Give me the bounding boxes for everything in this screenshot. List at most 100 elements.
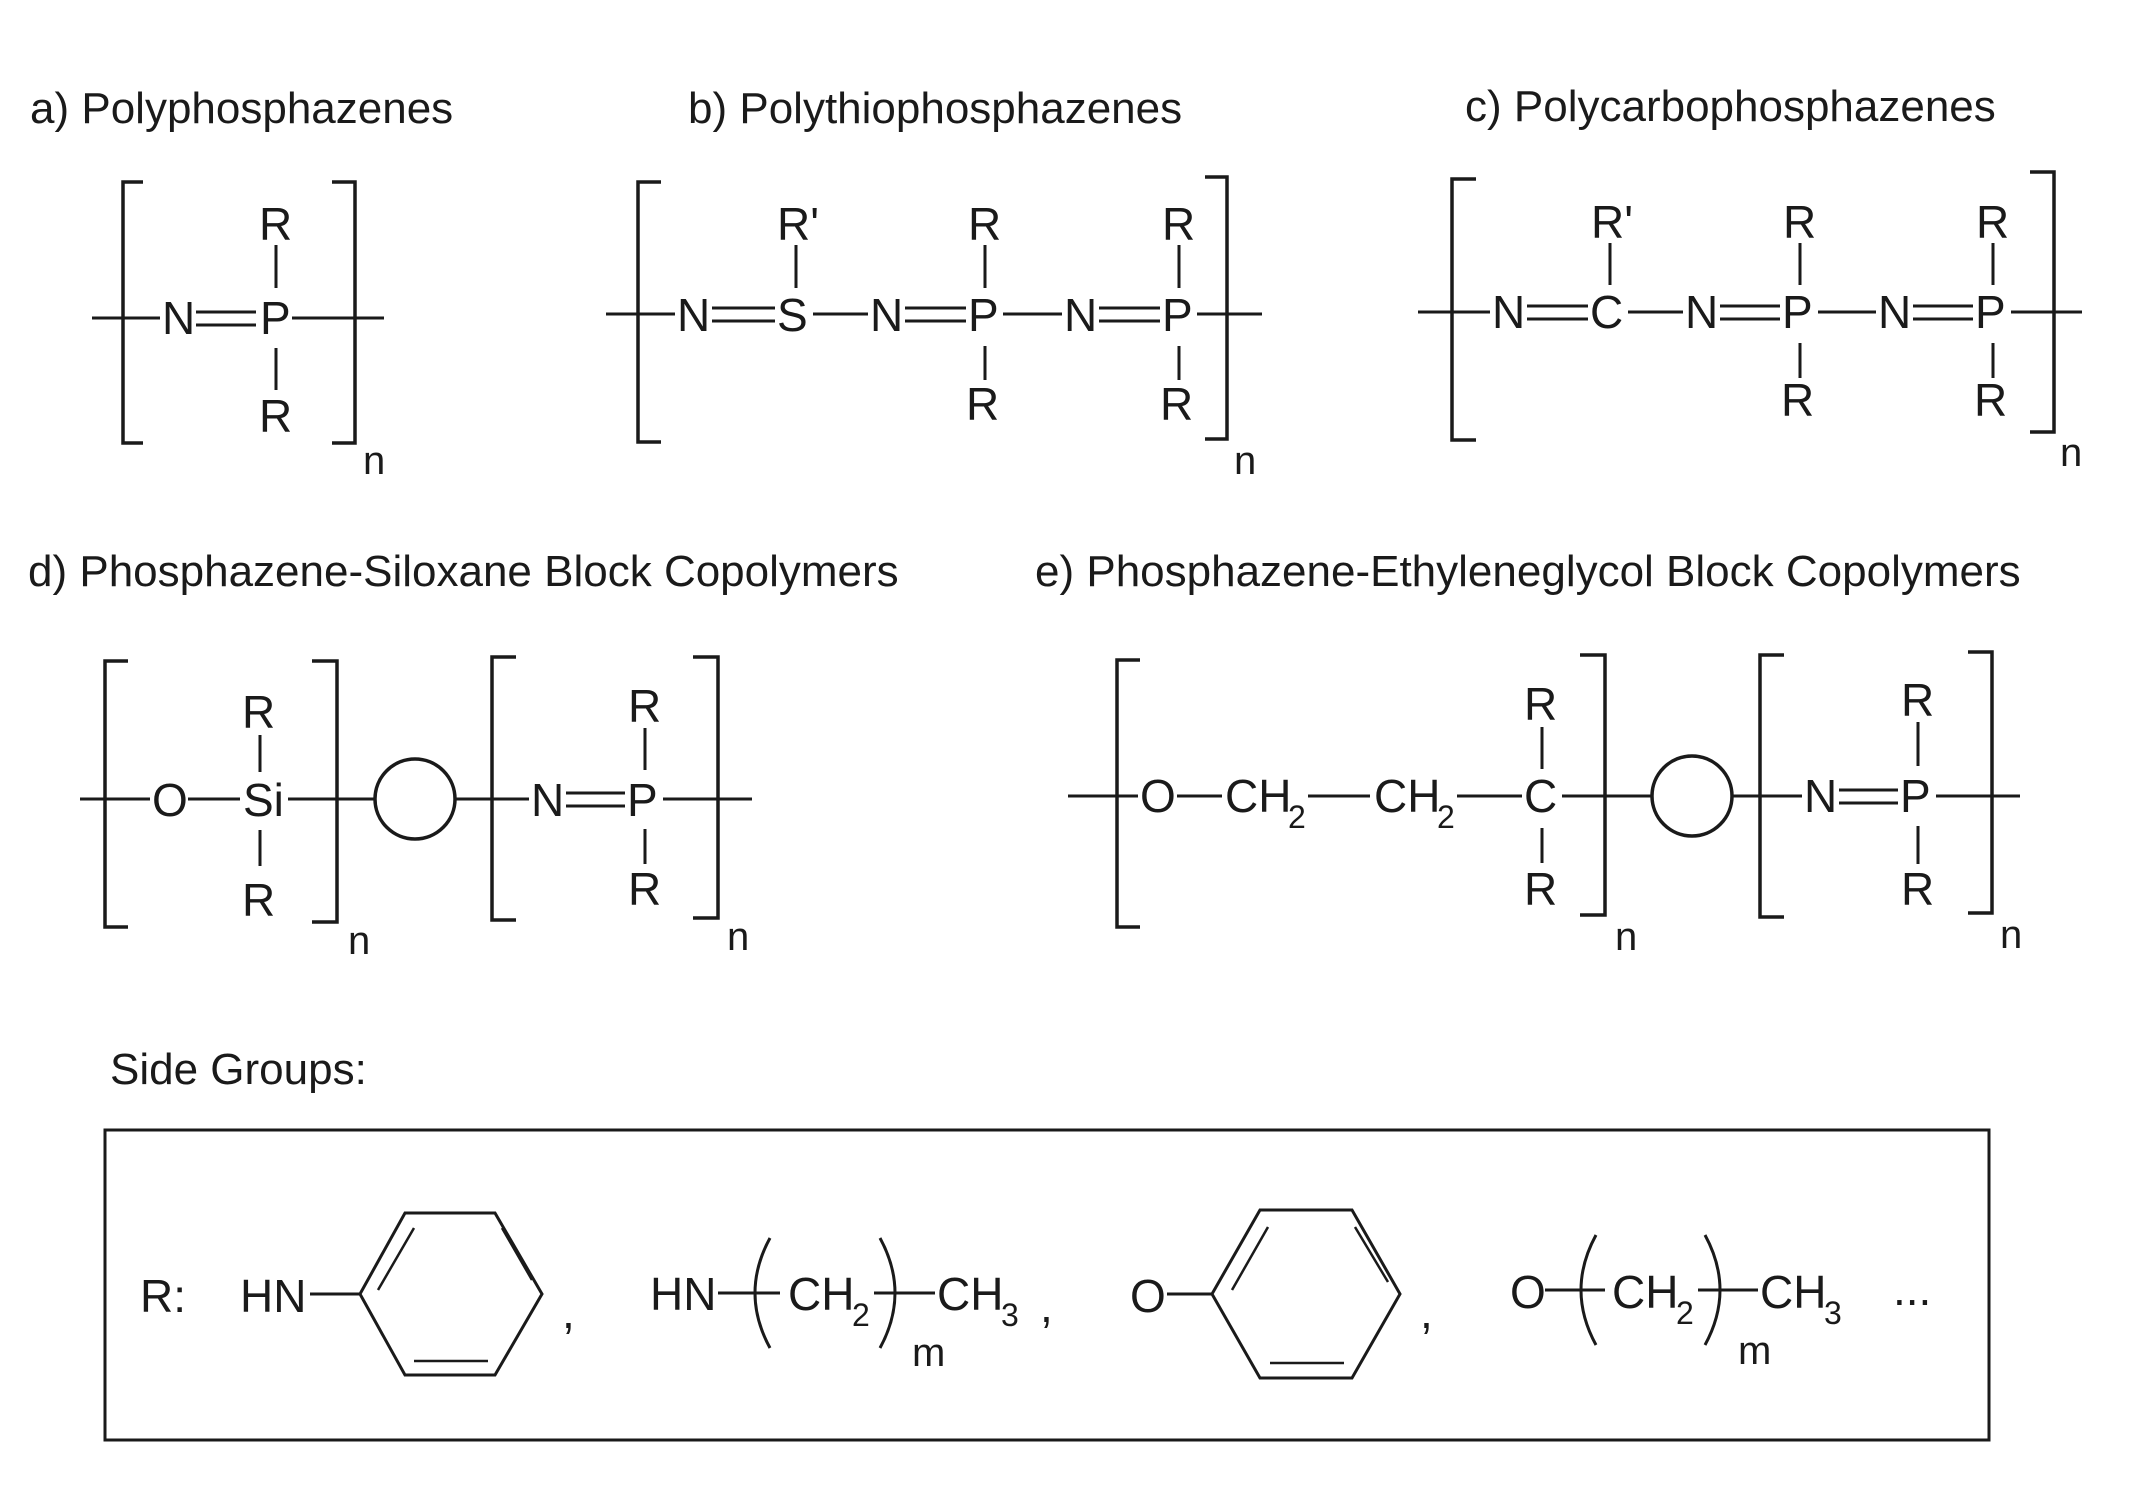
bracket-right — [1580, 653, 1607, 917]
repeat-index: n — [2000, 913, 2022, 957]
atom-label: N — [1492, 286, 1525, 338]
atom-label: P — [1975, 286, 2006, 338]
atom-label: CH — [1225, 770, 1291, 822]
atom-label: N — [870, 289, 903, 341]
atom-label: P — [627, 774, 658, 826]
atom-label: P — [968, 289, 999, 341]
alkoxy-group: O CH 2 CH 3 m — [1510, 1234, 1842, 1373]
bracket-right — [2030, 170, 2056, 434]
repeat-index: n — [1615, 915, 1637, 959]
bond-line — [376, 1227, 416, 1291]
bracket-right — [312, 659, 339, 924]
bond-line — [878, 1237, 897, 1349]
title-b: b) Polythiophosphazenes — [688, 84, 1182, 133]
atom-label: R — [259, 198, 292, 250]
bracket-left — [1115, 658, 1140, 929]
atom-label: R — [1974, 374, 2007, 426]
title-e: e) Phosphazene-Ethyleneglycol Block Copo… — [1035, 547, 2021, 596]
atom-label: R — [628, 680, 661, 732]
side-groups-row: R: HN , HN CH 2 CH 3 m , O — [140, 1208, 1931, 1380]
subscript: 3 — [1001, 1297, 1019, 1333]
linker-circle — [1650, 754, 1734, 838]
separator: , — [1420, 1286, 1433, 1338]
atom-label: CH — [788, 1268, 854, 1320]
repeat-index: n — [1234, 439, 1256, 483]
repeat-index: n — [363, 439, 385, 483]
bond-line — [753, 1237, 772, 1349]
atom-label: O — [1130, 1270, 1166, 1322]
bracket-right — [1968, 650, 1994, 915]
title-c: c) Polycarbophosphazenes — [1465, 82, 1996, 131]
bond-line — [500, 1227, 534, 1281]
atom-label: N — [531, 774, 564, 826]
atom-label: R — [966, 378, 999, 430]
atom-label: S — [777, 289, 808, 341]
atom-label: R — [1783, 196, 1816, 248]
atom-label: R' — [1591, 196, 1633, 248]
title-side-groups: Side Groups: — [110, 1045, 367, 1094]
atom-label: N — [1685, 286, 1718, 338]
atom-label: CH — [1612, 1266, 1678, 1318]
atom-label: R — [628, 863, 661, 915]
linker-circle — [373, 757, 457, 841]
bond-line — [1579, 1234, 1598, 1346]
atom-label: R — [1524, 863, 1557, 915]
structure-c-polycarbophosphazene: N C R' N P R R N P R R n — [1418, 170, 2082, 475]
bracket-left — [490, 655, 516, 922]
bond-line — [1703, 1234, 1722, 1346]
bond-line — [1230, 1226, 1270, 1291]
repeat-index: n — [348, 919, 370, 963]
atom-label: R — [1976, 196, 2009, 248]
title-d: d) Phosphazene-Siloxane Block Copolymers — [28, 547, 899, 596]
anilino-group: HN — [240, 1211, 544, 1377]
bracket-right — [332, 180, 357, 445]
bracket-left — [1450, 177, 1476, 442]
side-groups-box — [103, 1128, 1991, 1442]
separator: , — [562, 1286, 575, 1338]
subscript: 2 — [852, 1297, 870, 1333]
repeat-index: m — [1738, 1329, 1771, 1373]
structure-e-phosphazene-ethyleneglycol: O CH 2 CH 2 C R R n N P R R n — [1068, 650, 2022, 959]
atom-label: CH — [937, 1268, 1003, 1320]
bracket-left — [103, 659, 128, 929]
bracket-left — [1758, 653, 1784, 919]
subscript: 3 — [1824, 1295, 1842, 1331]
atom-label: R' — [777, 198, 819, 250]
atom-label: R — [1162, 198, 1195, 250]
atom-label: R — [242, 686, 275, 738]
bracket-right — [693, 655, 720, 920]
atom-label: N — [1064, 289, 1097, 341]
bracket-left — [636, 180, 661, 444]
atom-label: R — [1160, 378, 1193, 430]
atom-label: O — [1510, 1266, 1546, 1318]
atom-label: R — [1524, 678, 1557, 730]
ellipsis: ... — [1893, 1263, 1931, 1315]
atom-label: P — [1162, 289, 1193, 341]
atom-label: N — [1804, 770, 1837, 822]
structure-d-phosphazene-siloxane: O Si R R n N P R R n — [80, 655, 752, 963]
subscript: 2 — [1288, 799, 1306, 835]
repeat-index: n — [2060, 431, 2082, 475]
atom-label: N — [162, 292, 195, 344]
atom-label: R — [1901, 674, 1934, 726]
atom-label: C — [1524, 770, 1557, 822]
title-a: a) Polyphosphazenes — [30, 84, 453, 133]
atom-label: N — [677, 289, 710, 341]
alkylamino-group: HN CH 2 CH 3 m — [650, 1237, 1019, 1375]
atom-label: C — [1590, 286, 1623, 338]
atom-label: R — [242, 874, 275, 926]
atom-label: R — [1781, 374, 1814, 426]
bracket-right — [1205, 175, 1229, 441]
atom-label: R — [968, 198, 1001, 250]
repeat-index: n — [727, 915, 749, 959]
atom-label: HN — [240, 1270, 306, 1322]
repeat-index: m — [912, 1331, 945, 1375]
atom-label: Si — [243, 774, 284, 826]
phenoxy-group: O — [1130, 1208, 1402, 1380]
atom-label: O — [152, 774, 188, 826]
atom-label: CH — [1374, 770, 1440, 822]
bond-line — [1353, 1226, 1390, 1283]
bond-line — [1210, 1208, 1402, 1380]
atom-label: O — [1140, 770, 1176, 822]
